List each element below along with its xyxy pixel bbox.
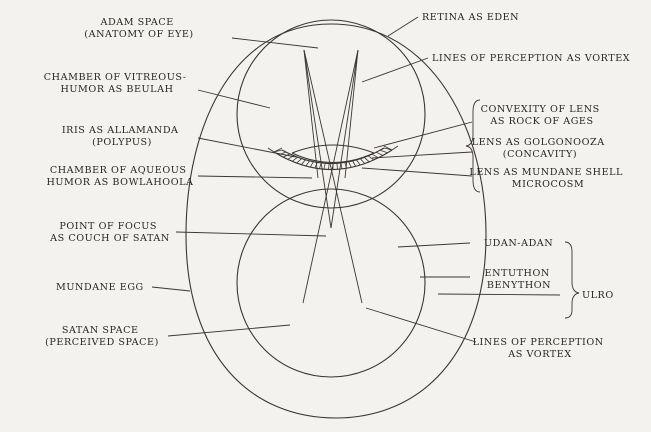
iris-right-hook bbox=[383, 145, 399, 151]
iris-hatch-stroke bbox=[309, 161, 314, 168]
label-retina: RETINA AS EDEN bbox=[422, 12, 519, 23]
vortex-lines bbox=[302, 49, 363, 304]
iris-hatch-stroke bbox=[371, 153, 379, 159]
iris-hatch-stroke bbox=[314, 162, 318, 169]
label-convexity: CONVEXITY OF LENS AS ROCK OF AGES bbox=[481, 104, 604, 127]
label-point-of-focus: POINT OF FOCUS AS COUCH OF SATAN bbox=[49, 221, 170, 244]
iris-hatch-stroke bbox=[364, 157, 370, 163]
label-mundane-shell: LENS AS MUNDANE SHELL MICROCOSM bbox=[469, 167, 626, 190]
label-lines-of-perception-top: LINES OF PERCEPTION AS VORTEX bbox=[432, 53, 630, 64]
leader-lines bbox=[151, 16, 561, 343]
label-aqueous: CHAMBER OF AQUEOUS HUMOR AS BOWLAHOOLA bbox=[46, 165, 194, 188]
iris-hatch-stroke bbox=[360, 158, 366, 164]
label-vitreous: CHAMBER OF VITREOUS- HUMOR AS BEULAH bbox=[44, 72, 190, 95]
iris-left-hook bbox=[267, 147, 283, 153]
iris-hatch-stroke bbox=[356, 159, 361, 166]
iris-hatch-stroke bbox=[376, 151, 384, 156]
label-golgonooza: LENS AS GOLGONOOZA (CONCAVITY) bbox=[472, 137, 609, 160]
eye-circle bbox=[236, 19, 426, 209]
ulro-brace bbox=[564, 241, 580, 319]
label-iris: IRIS AS ALLAMANDA (POLYPUS) bbox=[62, 125, 182, 148]
iris-hatch-stroke bbox=[323, 163, 326, 170]
label-entuthon-benython: ENTUTHON BENYTHON bbox=[485, 268, 554, 291]
iris-hatch-stroke bbox=[291, 156, 298, 162]
iris-hatch-stroke bbox=[379, 149, 388, 154]
iris-hatch-stroke bbox=[305, 160, 310, 167]
lens-brace bbox=[465, 99, 481, 193]
lens-convexity bbox=[291, 144, 375, 154]
label-mundane-egg: MUNDANE EGG bbox=[56, 282, 144, 293]
label-udan-adan: UDAN-ADAN bbox=[484, 238, 553, 249]
label-ulro: ULRO bbox=[582, 290, 614, 301]
label-lines-of-perception-bottom: LINES OF PERCEPTION AS VORTEX bbox=[473, 337, 608, 360]
mundane-egg-outline bbox=[185, 23, 487, 419]
iris-hatch-stroke bbox=[368, 155, 375, 161]
satan-space-circle bbox=[236, 188, 426, 378]
label-satan-space: SATAN SPACE (PERCEIVED SPACE) bbox=[45, 325, 159, 348]
iris-hatch-stroke bbox=[328, 163, 330, 170]
label-adam-space: ADAM SPACE (ANATOMY OF EYE) bbox=[84, 17, 193, 40]
iris-hatch-stroke bbox=[348, 161, 352, 168]
iris-hatch-stroke bbox=[352, 160, 357, 167]
iris-hatch-stroke bbox=[296, 158, 302, 164]
iris-hatch-stroke bbox=[336, 163, 338, 170]
iris-hatch-stroke bbox=[300, 159, 306, 165]
